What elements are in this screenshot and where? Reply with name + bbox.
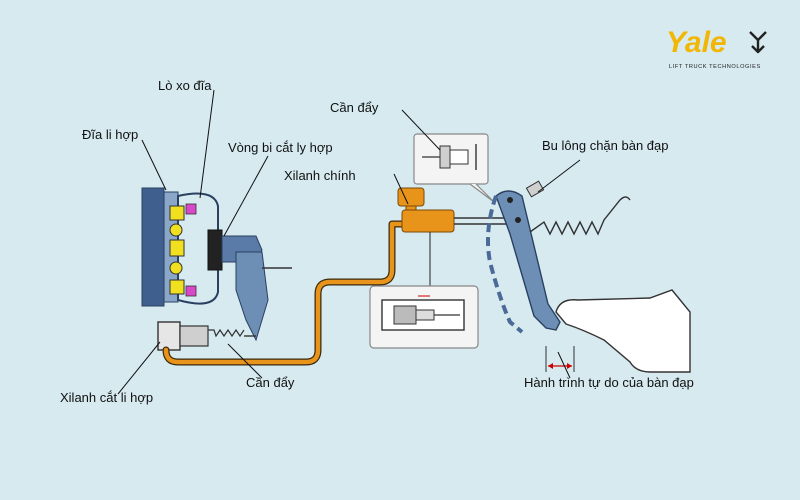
foot-shoe bbox=[555, 289, 691, 373]
label-clutch-disc: Đĩa li hợp bbox=[82, 127, 138, 142]
yale-logo: Yale LIFT TRUCK TECHNOLOGIES bbox=[666, 26, 767, 70]
release-bearing bbox=[207, 229, 292, 342]
label-master-cylinder: Xilanh chính bbox=[284, 168, 356, 183]
clutch-seal-parts bbox=[185, 203, 197, 297]
label-push-rod-bottom: Cần đẩy bbox=[246, 375, 295, 390]
master-cylinder bbox=[397, 187, 506, 233]
slave-cylinder bbox=[157, 321, 256, 351]
logo-mark-icon bbox=[749, 31, 767, 54]
push-rod-detail bbox=[413, 133, 495, 203]
logo-tagline: LIFT TRUCK TECHNOLOGIES bbox=[669, 64, 761, 70]
label-pedal-stop-bolt: Bu lông chặn bàn đạp bbox=[542, 138, 669, 153]
free-travel-marker bbox=[545, 346, 575, 372]
clutch-pedal bbox=[486, 180, 631, 334]
master-cylinder-detail bbox=[369, 232, 479, 349]
disc-spring-parts bbox=[169, 205, 185, 295]
label-pedal-free-travel: Hành trình tự do của bàn đạp bbox=[524, 375, 694, 390]
label-release-bearing: Vòng bi cắt ly hợp bbox=[228, 140, 333, 155]
label-push-rod-top: Cần đẩy bbox=[330, 100, 379, 115]
leader-lines bbox=[117, 89, 581, 395]
label-disc-spring: Lò xo đĩa bbox=[158, 78, 212, 93]
label-slave-cylinder: Xilanh cắt li hợp bbox=[60, 390, 153, 405]
logo-brand: Yale bbox=[666, 26, 727, 59]
